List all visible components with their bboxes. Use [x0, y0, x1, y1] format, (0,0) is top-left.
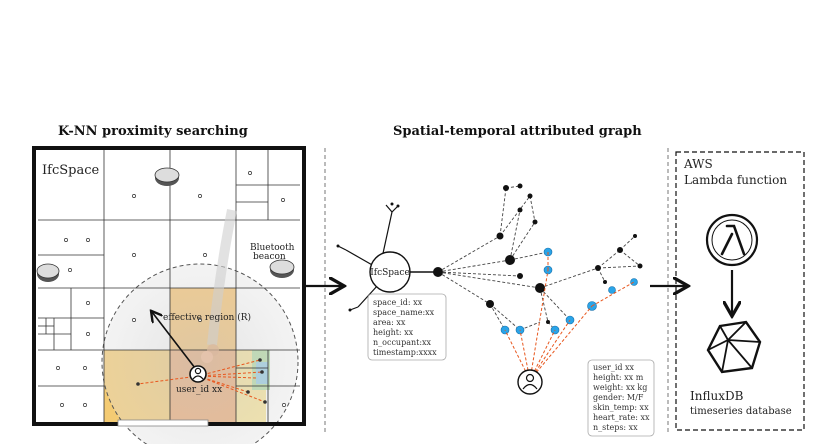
knn-title: K-NN proximity searching [58, 124, 248, 139]
spatial-graph: IfcSpace space_id: xx space_name:xx area… [336, 183, 655, 437]
user-attr-item: skin_temp: xx [593, 403, 649, 412]
user-icon [189, 365, 207, 383]
graph-title: Spatial-temporal attributed graph [393, 124, 642, 139]
bluetooth-label-line2: beacon [253, 252, 286, 262]
user-attr-item: heart_rate: xx [593, 413, 650, 422]
ifcspace-room-label: IfcSpace [42, 163, 99, 178]
beacon-icon [154, 167, 180, 186]
aws-boundary [675, 151, 805, 431]
lambda-icon [705, 213, 759, 267]
user-attr-item: weight: xx kg [593, 383, 647, 392]
room-centroids [56, 171, 286, 407]
space-attribute-list: space_id: xx space_name:xx area: xx heig… [373, 298, 437, 357]
knn-rays [137, 359, 266, 403]
user-attr-item: n_steps: xx [593, 423, 638, 432]
user-node-icon [517, 369, 543, 395]
door-opening [117, 419, 209, 427]
space-attr-item: n_occupant:xx [373, 338, 432, 347]
lambda-label: Lambda function [684, 173, 787, 187]
graph-nodes [433, 183, 643, 324]
beacon-icon [36, 263, 60, 282]
user-beacon-edges [504, 252, 635, 381]
space-attr-item: space_id: xx [373, 298, 423, 307]
space-attr-item: area: xx [373, 318, 406, 327]
beacon-node-icons [500, 247, 638, 335]
bluetooth-label-line1: Bluetooth [250, 243, 295, 253]
user-attr-item: user_id xx [593, 363, 635, 372]
user-id-label: user_id xx [176, 385, 222, 395]
effective-region-circle [101, 263, 299, 444]
user-ghost-icon [201, 351, 213, 363]
timeseries-label: timeseries database [690, 406, 792, 417]
knn-neighbor-points [136, 358, 267, 404]
space-attr-item: timestamp:xxxx [373, 348, 437, 357]
graph-edges [437, 185, 641, 331]
aws-panel: AWS Lambda function InfluxDB timeseries … [667, 148, 805, 432]
space-attribute-box [367, 293, 447, 361]
radius-arrow [152, 312, 196, 369]
ifcspace-node-label: IfcSpace [370, 268, 410, 278]
space-attr-item: space_name:xx [373, 308, 435, 317]
effective-region-label: effective region (R) [163, 312, 251, 323]
ifcspace-node [369, 251, 411, 293]
floor-plan: IfcSpace Bluetooth beacon effective regi… [32, 146, 306, 444]
space-attr-item: height: xx [373, 328, 414, 337]
influxdb-icon [706, 320, 762, 374]
user-attribute-list: user_id xx height: xx m weight: xx kg ge… [593, 363, 650, 432]
user-attr-item: height: xx m [593, 373, 644, 382]
aws-label: AWS [683, 157, 713, 171]
ifcspace-spokes [337, 204, 399, 311]
room-grid [38, 150, 300, 422]
movement-trail [207, 209, 237, 346]
beacon-icon [269, 259, 295, 278]
influxdb-label: InfluxDB [690, 389, 744, 403]
user-attr-item: gender: M/F [593, 393, 644, 402]
user-attribute-box [587, 359, 655, 437]
